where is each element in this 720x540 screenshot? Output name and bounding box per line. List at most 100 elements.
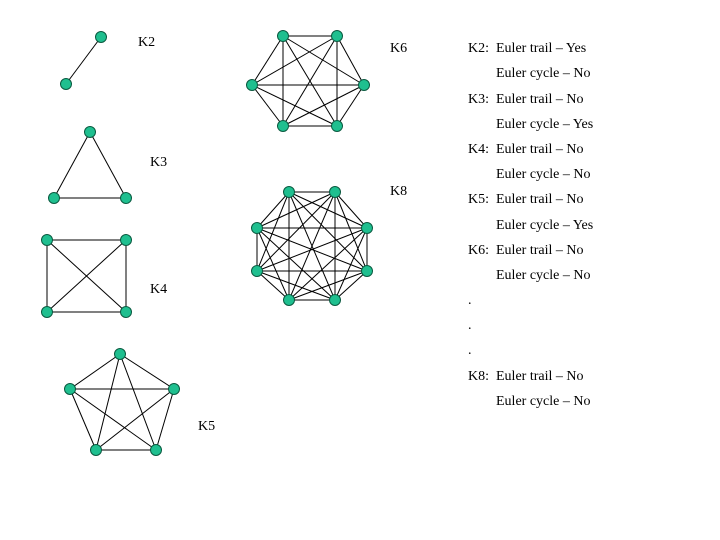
- result-k3-trail: K3: Euler trail – No: [468, 92, 583, 108]
- result-graph-name: K2:: [468, 41, 489, 56]
- graph-label-k2: K2: [138, 35, 156, 50]
- result-k8-trail: K8: Euler trail – No: [468, 369, 583, 385]
- k8-vertex: [251, 265, 263, 277]
- k5-edge: [155, 388, 175, 451]
- k6-vertex: [331, 30, 343, 42]
- k8-vertex: [251, 222, 263, 234]
- k3-vertex: [48, 192, 60, 204]
- k6-edge: [282, 35, 338, 127]
- k8-edge: [288, 191, 336, 301]
- k5-edge: [69, 388, 97, 451]
- result-graph-name: K3:: [468, 92, 489, 107]
- result-k6-cycle: Euler cycle – No: [496, 268, 590, 284]
- k4-edge: [46, 239, 127, 313]
- k8-vertex: [283, 186, 295, 198]
- k5-edge: [119, 353, 157, 451]
- result-trail: Euler trail – No: [496, 243, 584, 258]
- result-k2-trail: K2: Euler trail – Yes: [468, 41, 586, 57]
- result-graph-name: K6:: [468, 243, 489, 258]
- result-graph-name: K5:: [468, 192, 489, 207]
- result-graph-name: K8:: [468, 369, 489, 384]
- k8-edge: [256, 270, 336, 301]
- k8-edge: [256, 191, 336, 272]
- result-graph-name: K4:: [468, 142, 489, 157]
- result-trail: Euler trail – No: [496, 142, 584, 157]
- k3-vertex: [84, 126, 96, 138]
- k3-edge: [89, 131, 127, 199]
- result-k4-cycle: Euler cycle – No: [496, 167, 590, 183]
- k8-edge: [288, 270, 368, 301]
- result-cycle: Euler cycle – No: [496, 268, 591, 283]
- result-trail: Euler trail – No: [496, 369, 584, 384]
- k5-vertex: [114, 348, 126, 360]
- k5-edge: [95, 388, 175, 451]
- k6-edge: [336, 84, 365, 127]
- k5-edge: [95, 353, 121, 451]
- k8-vertex: [361, 265, 373, 277]
- result-k3-cycle: Euler cycle – Yes: [496, 117, 593, 133]
- k8-vertex: [283, 294, 295, 306]
- k4-vertex: [41, 306, 53, 318]
- k5-edge: [69, 353, 121, 390]
- result-k5-trail: K5:Euler trail – No: [468, 192, 583, 208]
- k6-vertex: [358, 79, 370, 91]
- k8-edge: [334, 227, 368, 301]
- k8-edge: [256, 270, 290, 301]
- ellipsis-dot: .: [468, 343, 472, 358]
- k8-edge: [256, 191, 290, 272]
- k8-edge: [334, 270, 368, 301]
- k8-edge: [288, 227, 368, 301]
- k5-vertex: [64, 383, 76, 395]
- k6-edge: [251, 84, 338, 127]
- k5-vertex: [90, 444, 102, 456]
- graph-label-k5: K5: [198, 419, 216, 434]
- k6-vertex: [277, 30, 289, 42]
- result-trail: Euler trail – No: [496, 92, 584, 107]
- k6-edge: [336, 35, 365, 86]
- k6-edge: [282, 84, 365, 127]
- result-k8-cycle: Euler cycle – No: [496, 394, 590, 410]
- result-k4-trail: K4: Euler trail – No: [468, 142, 583, 158]
- k8-edge: [288, 191, 368, 272]
- k5-edge: [119, 353, 175, 390]
- graph-label-k4: K4: [150, 282, 168, 297]
- k8-vertex: [329, 186, 341, 198]
- k8-edge: [256, 227, 368, 272]
- result-cycle: Euler cycle – No: [496, 167, 591, 182]
- k8-edge: [256, 227, 290, 301]
- result-cycle: Euler cycle – Yes: [496, 117, 594, 132]
- k2-vertex: [60, 78, 72, 90]
- k5-edge: [69, 388, 157, 451]
- k2-vertex: [95, 31, 107, 43]
- k8-edge: [256, 191, 336, 229]
- k2-edge: [65, 36, 102, 85]
- k4-vertex: [41, 234, 53, 246]
- result-trail: Euler trail – Yes: [496, 41, 587, 56]
- k6-edge: [251, 35, 338, 86]
- k6-vertex: [277, 120, 289, 132]
- ellipsis-dot: .: [468, 293, 472, 308]
- result-cycle: Euler cycle – Yes: [496, 218, 594, 233]
- ellipsis-dot: .: [468, 318, 472, 333]
- k4-vertex: [120, 306, 132, 318]
- k6-edge: [251, 84, 284, 127]
- k8-vertex: [361, 222, 373, 234]
- k8-edge: [256, 227, 336, 301]
- k8-edge: [334, 191, 368, 272]
- k4-vertex: [120, 234, 132, 246]
- k6-edge: [251, 35, 284, 86]
- result-k6-trail: K6: Euler trail – No: [468, 243, 583, 259]
- result-k5-cycle: Euler cycle – Yes: [496, 218, 593, 234]
- k6-vertex: [246, 79, 258, 91]
- graph-label-k8: K8: [390, 184, 408, 199]
- k8-edge: [288, 191, 368, 229]
- k8-vertex: [329, 294, 341, 306]
- result-cycle: Euler cycle – No: [496, 66, 591, 81]
- k3-vertex: [120, 192, 132, 204]
- k6-edge: [282, 35, 365, 86]
- k8-edge: [334, 191, 368, 229]
- result-cycle: Euler cycle – No: [496, 394, 591, 409]
- k3-edge: [53, 131, 91, 199]
- k5-vertex: [168, 383, 180, 395]
